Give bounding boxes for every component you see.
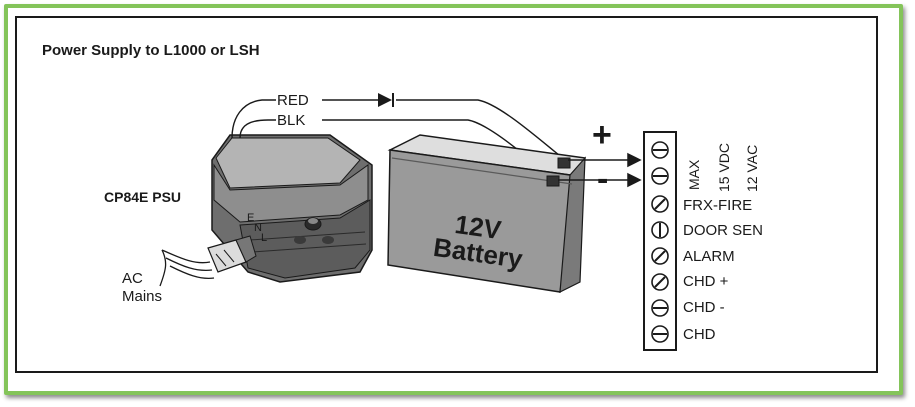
psu-unit [211,134,373,283]
terminal-label-chd-plus: CHD + [683,273,729,290]
terminal-label-chd: CHD [683,326,716,343]
terminal-screw-slot [654,250,666,262]
psu-terminal-e: E [247,212,255,224]
terminal-screw-slot [654,198,666,210]
terminal-strip [643,131,677,351]
terminal-label-alarm: ALARM [683,248,735,265]
terminal-label-frx-fire: FRX-FIRE [683,197,753,214]
ac-mains-label-line2: Mains [122,288,163,305]
terminal-label-door-sen: DOOR SEN [683,222,764,239]
mains-connector [207,235,257,273]
positive-sign: + [592,116,612,154]
voltage-label-15vdc: 15 VDC [716,142,732,192]
psu-terminal-n: N [254,222,262,234]
psu-terminal-l: L [261,232,268,244]
psu-label: CP84E PSU [104,189,182,205]
terminal-screw-slot [654,276,666,288]
terminal-arrows [558,152,642,188]
terminal-screws [651,141,669,343]
ac-mains-label-line1: AC [122,270,143,287]
diagram-border [15,16,878,373]
mains-cable [159,249,215,287]
terminal-label-max: MAX [686,159,702,190]
diode-symbol [378,93,394,107]
battery-body [387,134,586,294]
negative-sign: - [597,160,609,198]
diagram-title: Power Supply to L1000 or LSH [42,42,260,59]
blk-wire-label: BLK [277,112,306,129]
voltage-label-12vac: 12 VAC [744,144,760,192]
terminal-label-chd-minus: CHD - [683,299,725,316]
red-wire-label: RED [277,92,309,109]
